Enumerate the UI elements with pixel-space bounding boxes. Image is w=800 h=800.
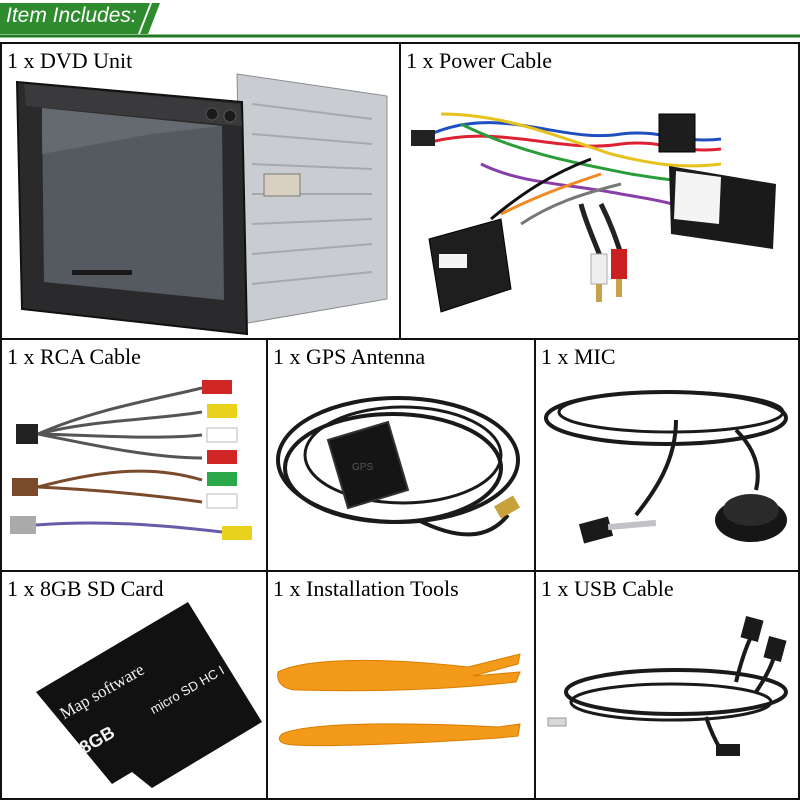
installation-tools-label: 1 x Installation Tools: [273, 576, 459, 601]
microphone-image: [544, 390, 788, 544]
installation-tools-image: [277, 653, 521, 747]
rca-cable-image: [10, 380, 252, 540]
banner-title: Item Includes:: [6, 4, 137, 27]
mic-label: 1 x MIC: [541, 344, 616, 369]
dvd-unit-image: [15, 73, 388, 336]
usb-cable-label: 1 x USB Cable: [541, 576, 674, 601]
gps-antenna-label: 1 x GPS Antenna: [273, 344, 426, 369]
banner-background: [0, 3, 800, 38]
usb-cable-image: [547, 616, 788, 756]
power-cable-label: 1 x Power Cable: [406, 48, 553, 73]
sd-card-label: 1 x 8GB SD Card: [7, 576, 164, 601]
item-includes-banner: Item Includes:: [0, 0, 800, 40]
sd-card-cell: Map software 8GB micro SD HC I 1 x 8GB S…: [0, 570, 268, 800]
gps-antenna-cell: GPS 1 x GPS Antenna: [266, 338, 536, 572]
power-cable-image: [411, 112, 776, 313]
gps-badge: GPS: [352, 462, 373, 473]
rca-cable-cell: 1 x RCA Cable: [0, 338, 268, 572]
dvd-unit-cell: 1 x DVD Unit: [0, 42, 401, 340]
installation-tools-cell: 1 x Installation Tools: [266, 570, 536, 800]
sd-card-image: Map software 8GB micro SD HC I: [36, 602, 262, 788]
rca-cable-label: 1 x RCA Cable: [7, 344, 141, 369]
power-cable-cell: 1 x Power Cable: [399, 42, 800, 340]
gps-antenna-image: GPS: [276, 396, 521, 537]
mic-cell: 1 x MIC: [534, 338, 800, 572]
dvd-unit-label: 1 x DVD Unit: [7, 48, 133, 73]
usb-cable-cell: 1 x USB Cable: [534, 570, 800, 800]
